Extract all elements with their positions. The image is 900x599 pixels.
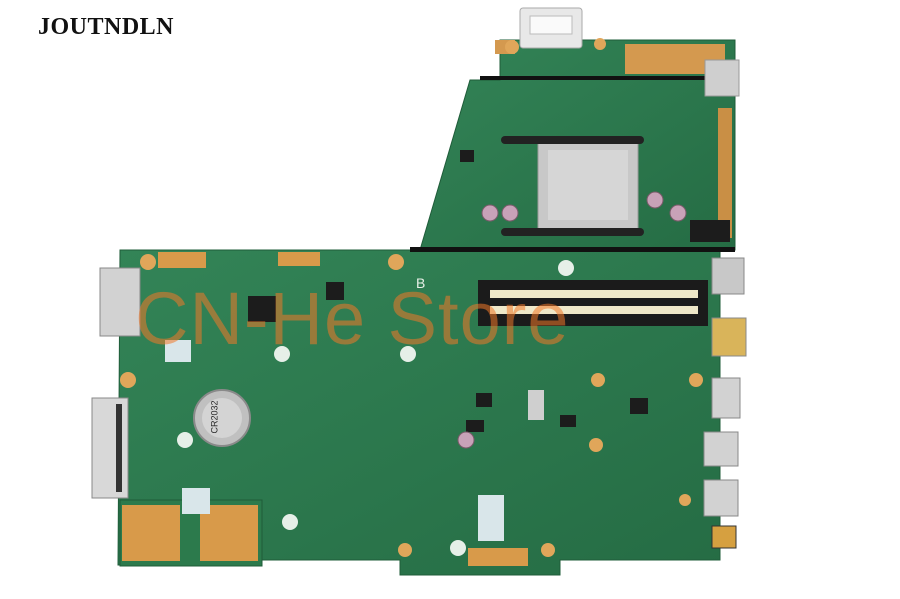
mounting-hole (398, 543, 412, 557)
gold-pad (278, 252, 320, 266)
hdmi-port (711, 317, 747, 357)
ram-slot (478, 280, 708, 326)
chip (478, 495, 504, 541)
test-point (282, 514, 298, 530)
mounting-hole (679, 494, 691, 506)
chip (690, 220, 730, 242)
mounting-hole (541, 543, 555, 557)
mounting-hole (689, 373, 703, 387)
capacitor (481, 204, 499, 222)
chip (460, 150, 474, 162)
chip (528, 390, 544, 420)
battery-label: CR2032 (209, 400, 220, 434)
board-separator-mid (410, 247, 735, 252)
chip (248, 296, 276, 322)
mounting-hole (591, 373, 605, 387)
gold-edge-strip (718, 108, 732, 238)
mounting-hole (594, 38, 606, 50)
test-point (177, 432, 193, 448)
usb-port (711, 377, 741, 419)
gold-pad (468, 548, 528, 566)
capacitor (457, 431, 475, 449)
board-separator-top (480, 76, 735, 80)
chip (630, 398, 648, 414)
lan-port (711, 257, 745, 295)
chip (326, 282, 344, 300)
store-watermark: CN-He Store (135, 277, 570, 360)
brand-logo: JOUTNDLN (38, 14, 175, 40)
chip (165, 340, 191, 362)
sata-connector (99, 267, 141, 337)
audio-jack (711, 525, 737, 549)
chip (476, 393, 492, 407)
gold-pad (200, 505, 258, 561)
mounting-hole (140, 254, 156, 270)
mounting-hole (505, 40, 519, 54)
sata-connector (91, 397, 129, 499)
mounting-hole (388, 254, 404, 270)
mounting-hole (120, 372, 136, 388)
gold-pad (122, 505, 180, 561)
test-point (558, 260, 574, 276)
capacitor (646, 191, 664, 209)
chip (560, 415, 576, 427)
chip (182, 488, 210, 514)
mounting-hole (589, 438, 603, 452)
capacitor (669, 204, 687, 222)
dc-jack (704, 59, 740, 97)
usb-port (703, 479, 739, 517)
gold-pad (158, 252, 206, 268)
slot-label: B (416, 275, 426, 291)
test-point (450, 540, 466, 556)
test-point (400, 346, 416, 362)
chip (466, 420, 484, 432)
test-point (274, 346, 290, 362)
capacitor (501, 204, 519, 222)
usb-port (703, 431, 739, 467)
